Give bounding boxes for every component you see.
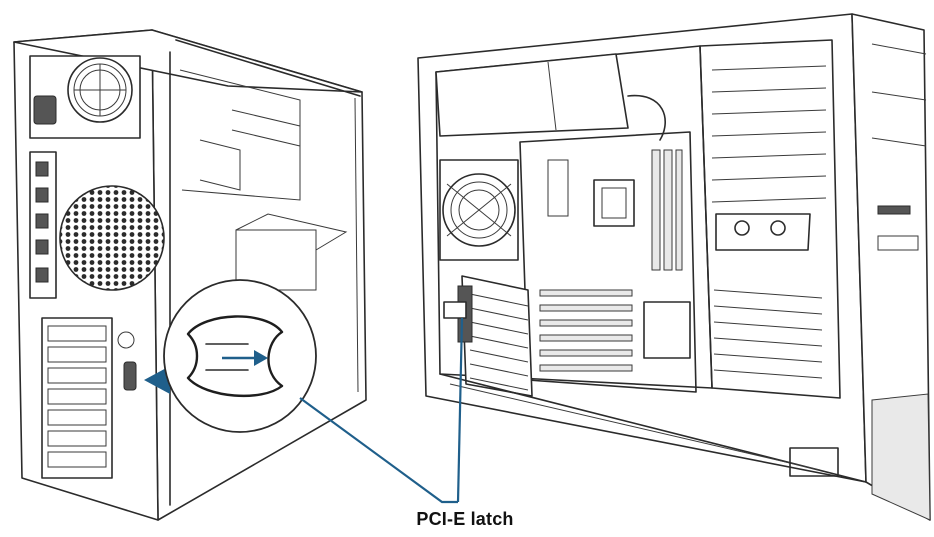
cpu-socket [593, 179, 635, 227]
dimm-slot [651, 149, 661, 271]
bay-rail [713, 321, 823, 331]
dimm-slot [675, 149, 683, 271]
slot-cover [47, 409, 107, 426]
pcie-slot [539, 334, 633, 342]
latch-zoom-callout [163, 279, 317, 433]
chassis-rear-view [13, 29, 367, 521]
pcie-slot [539, 349, 633, 357]
bay-rail [711, 109, 827, 115]
bracket-slot [469, 321, 529, 335]
pci-e-latch-label: PCI-E latch [416, 509, 514, 529]
expansion-brackets [443, 275, 533, 397]
callout-leader-lines [299, 317, 464, 504]
slot-cover [47, 346, 107, 363]
bay-rail [711, 175, 827, 181]
slot-cover [47, 451, 107, 468]
bay-rail [713, 353, 823, 363]
drive-cages [699, 39, 841, 399]
slot-cover [47, 430, 107, 447]
case-fan [439, 159, 519, 261]
chassis-side-open-view [417, 13, 931, 521]
pcie-slot [539, 364, 633, 372]
bay-rail [711, 131, 827, 137]
bay-rail [713, 289, 823, 299]
bay-rail [711, 197, 827, 203]
bracket-slot [469, 377, 529, 391]
pointer-arrow-icon [144, 366, 170, 394]
io-shield [29, 151, 57, 299]
bay-rail [713, 369, 823, 379]
bracket-slot [469, 349, 529, 363]
bay-rail [711, 65, 827, 71]
motherboard [519, 131, 697, 393]
chipset-heatsink [643, 301, 691, 359]
slide-direction-arrow-icon [254, 350, 268, 366]
pcie-slot [539, 319, 633, 327]
bay-rail [713, 305, 823, 315]
power-supply-rear [29, 55, 141, 139]
rear-fan-grille [59, 185, 165, 291]
pcie-slot [539, 304, 633, 312]
bracket-slot [469, 293, 529, 307]
bracket-slot [469, 307, 529, 321]
bracket-slot [469, 335, 529, 349]
chassis-side-panel [151, 29, 367, 521]
bezel-mesh [871, 393, 931, 521]
slot-cover [47, 325, 107, 342]
dimm-slot [663, 149, 673, 271]
pcie-slot [539, 289, 633, 297]
latch-handle-rear [123, 361, 137, 391]
bay-rail [711, 153, 827, 159]
bracket-slot [469, 363, 529, 377]
internal-bays [179, 69, 348, 291]
bay-rail [713, 337, 823, 347]
slot-cover [47, 388, 107, 405]
expansion-slot-covers [41, 317, 113, 479]
slot-cover [47, 367, 107, 384]
bay-rail [711, 87, 827, 93]
chassis-top-edge [13, 29, 363, 93]
